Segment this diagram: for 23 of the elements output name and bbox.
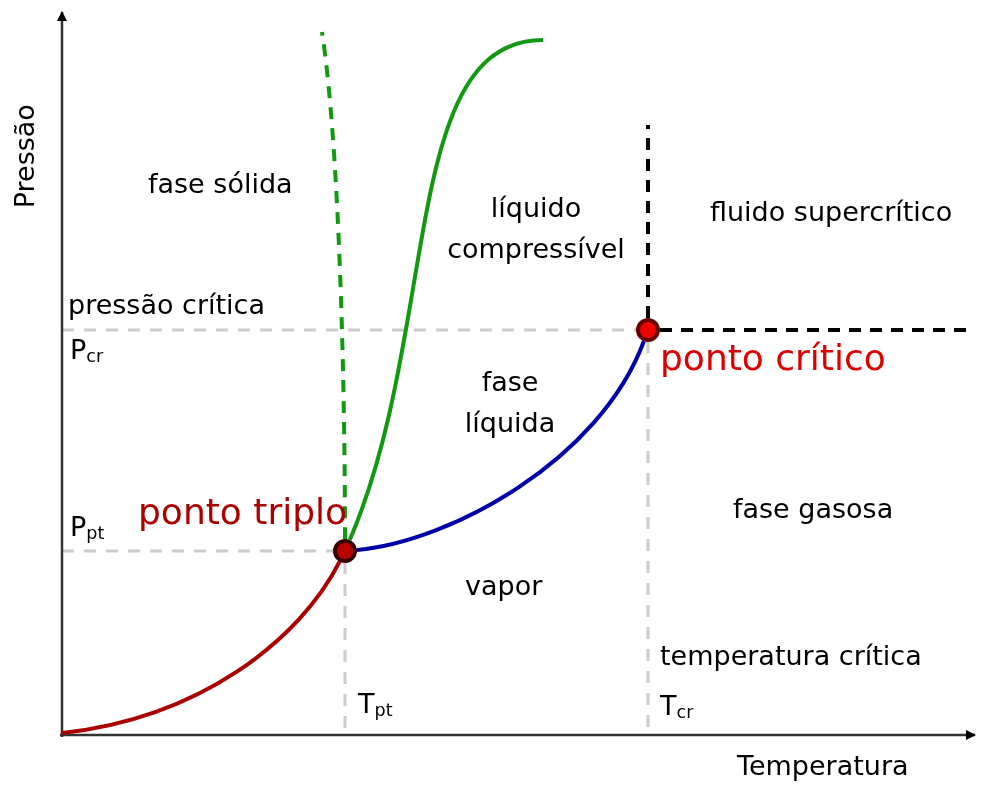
point-marker bbox=[333, 539, 357, 563]
boundary-line bbox=[320, 31, 347, 539]
axis-annotation: P$_{pt}$ bbox=[70, 511, 105, 544]
region-label: fase gasosa bbox=[733, 493, 894, 526]
phase-boundary-curve bbox=[356, 340, 646, 552]
axis-annotation: temperatura crítica bbox=[660, 640, 922, 673]
point-marker bbox=[636, 318, 660, 342]
axis-title: Temperatura bbox=[737, 750, 909, 783]
region-label: fase líquida bbox=[463, 365, 557, 440]
axis-annotation: P$_{cr}$ bbox=[70, 334, 104, 367]
phase-boundary-curve bbox=[347, 38, 544, 541]
axis-annotation: pressão crítica bbox=[68, 289, 265, 322]
region-label: vapor bbox=[465, 570, 543, 603]
axis-annotation: T$_{pt}$ bbox=[358, 688, 393, 721]
point-label: ponto crítico bbox=[660, 336, 886, 380]
region-label: fase sólida bbox=[148, 168, 293, 201]
boundary-line bbox=[646, 125, 650, 318]
phase-boundary-curve bbox=[61, 560, 342, 735]
axis-title: Pressão bbox=[8, 104, 41, 209]
point-label: ponto triplo bbox=[138, 490, 348, 534]
region-label: líquido compressível bbox=[446, 191, 626, 266]
axis-annotation: T$_{cr}$ bbox=[660, 690, 694, 723]
region-label: fluido supercrítico bbox=[710, 196, 953, 229]
